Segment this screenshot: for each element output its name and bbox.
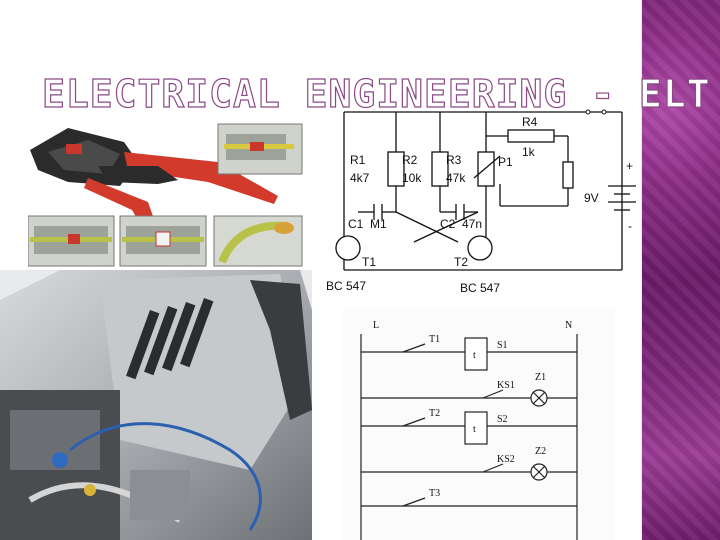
label-t1: T1: [362, 255, 376, 269]
label-t1-type: BC 547: [326, 279, 366, 293]
label-c1: C1: [348, 217, 364, 231]
label-r3: R3: [446, 153, 462, 167]
relay-ladder-diagram: L N T1 T2 T3 S1 S2 t t KS1 KS2 Z1 Z2: [343, 308, 615, 540]
circuit-wires: [343, 111, 623, 271]
label-r2: R2: [402, 153, 418, 167]
label-coil-t2: t: [473, 424, 476, 435]
label-ks1: KS1: [497, 380, 515, 391]
label-r4: R4: [522, 115, 538, 129]
stripper-inset-2: [119, 215, 207, 267]
label-z2: Z2: [535, 446, 546, 457]
circuit-components: [335, 129, 636, 261]
wire-stripper-image: [28, 122, 304, 268]
label-m1: M1: [370, 217, 387, 231]
ladder-components: [402, 337, 548, 507]
label-rail-l: L: [373, 320, 379, 331]
label-s1: S1: [497, 340, 508, 351]
astable-circuit-diagram: R1 4k7 R2 10k R3 47k P1 R4 1k C1 M1 C2 4…: [318, 108, 640, 298]
computer-repair-photo: [0, 270, 312, 540]
label-t2-type: BC 547: [460, 281, 500, 295]
label-z1: Z1: [535, 372, 546, 383]
label-r4-value: 1k: [522, 145, 536, 159]
label-battery: 9V: [584, 191, 599, 205]
label-coil-t1: t: [473, 350, 476, 361]
label-r3-value: 47k: [446, 171, 466, 185]
stripper-inset-3: [213, 215, 303, 267]
label-r1-value: 4k7: [350, 171, 370, 185]
label-t3-switch: T3: [429, 488, 440, 499]
label-ks2: KS2: [497, 454, 515, 465]
label-rail-n: N: [565, 320, 572, 331]
stripper-inset-top: [217, 123, 303, 175]
label-minus: -: [628, 219, 632, 233]
label-p1: P1: [498, 155, 513, 169]
label-s2: S2: [497, 414, 508, 425]
label-t1-switch: T1: [429, 334, 440, 345]
label-t2-switch: T2: [429, 408, 440, 419]
label-c2: C2: [440, 217, 456, 231]
label-plus: +: [626, 159, 633, 173]
stripper-inset-1: [28, 215, 115, 267]
label-t2: T2: [454, 255, 468, 269]
decorative-side-band: [641, 0, 720, 540]
label-c2-value: 47n: [462, 217, 482, 231]
label-r1: R1: [350, 153, 366, 167]
label-r2-value: 10k: [402, 171, 422, 185]
